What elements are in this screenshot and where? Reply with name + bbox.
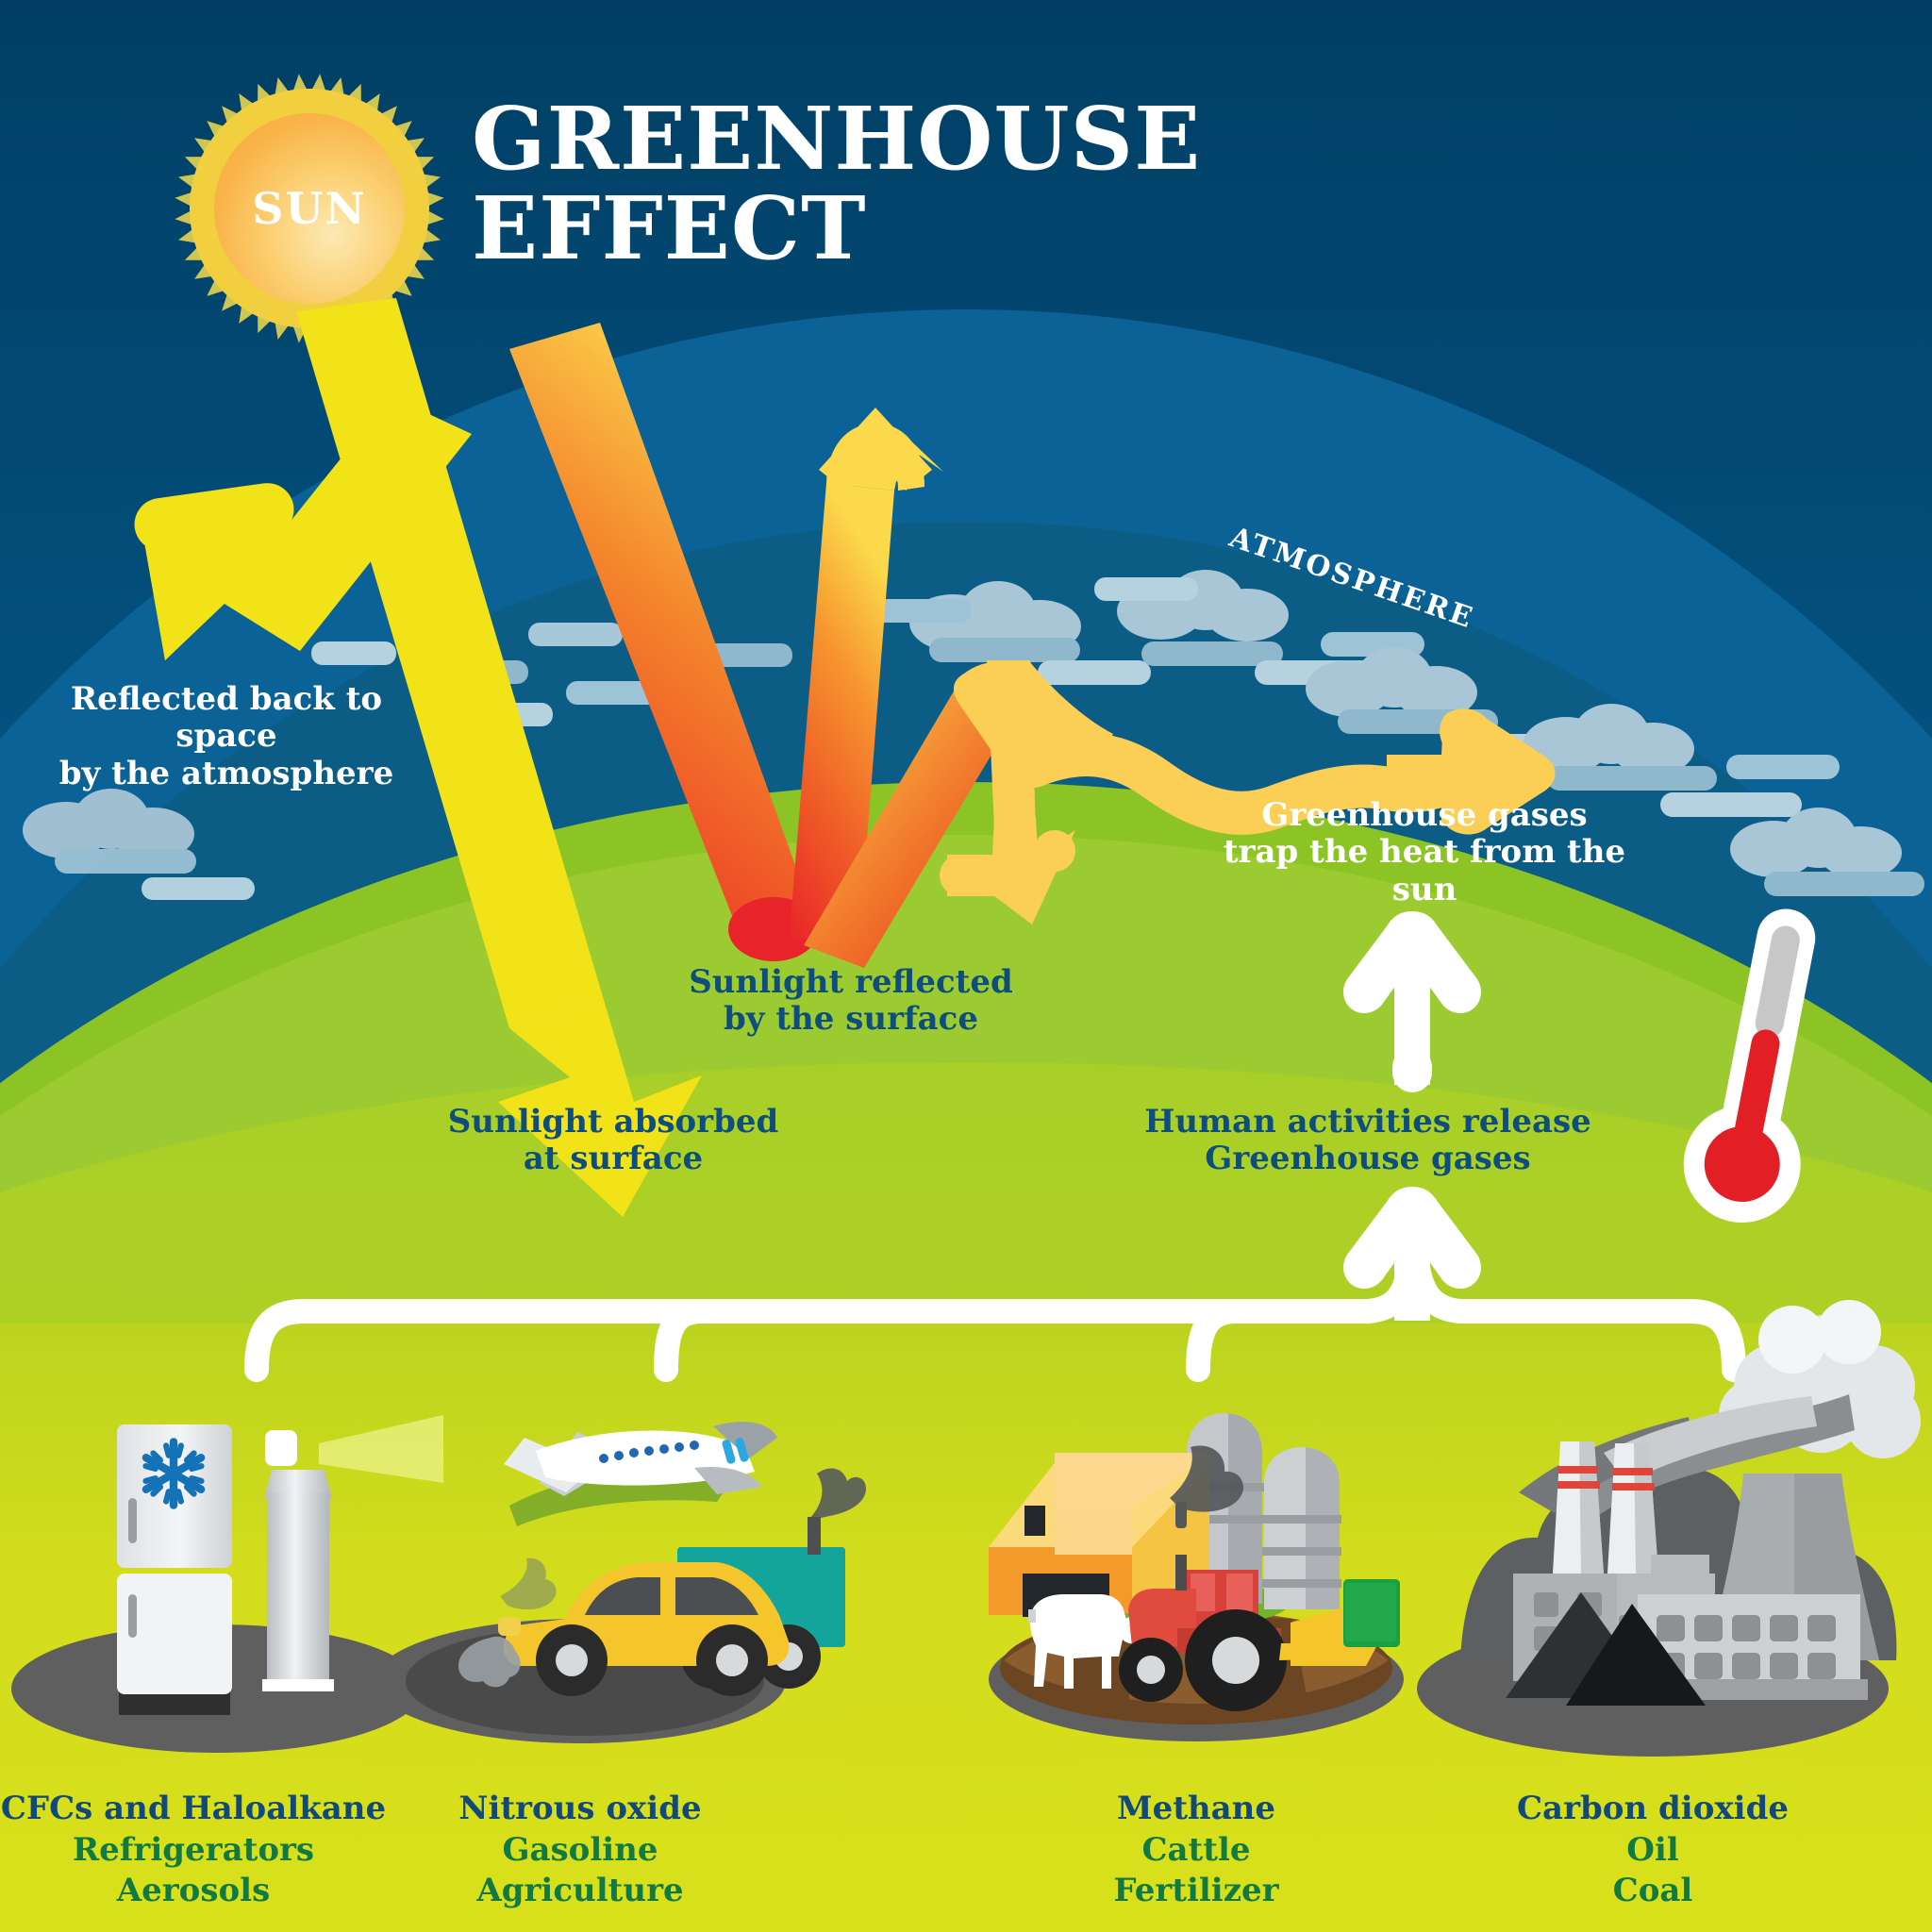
source-item: Fertilizer [1113,1872,1279,1910]
label-human-line-2: Greenhouse gases [1205,1140,1531,1178]
label-surface-reflected-line-2: by the surface [723,1000,979,1039]
source-item: Aerosols [116,1872,271,1910]
page-title: GREENHOUSE EFFECT [472,94,1462,274]
sun-graphic: SUN [173,72,446,345]
label-reflected-back-to-space: Reflected back to space by the atmospher… [38,680,415,792]
label-human-line-1: Human activities release [1144,1103,1591,1141]
source-item: Oil [1626,1830,1679,1869]
label-ghg-line-1: Greenhouse gases [1261,796,1588,834]
source-heading: Carbon dioxide [1517,1790,1789,1827]
label-greenhouse-gases-trap-heat: Greenhouse gases trap the heat from the … [1193,796,1656,908]
source-item: Refrigerators [72,1830,315,1869]
label-reflected-line-1: Reflected back to space [70,680,383,756]
source-heading: Methane [1116,1790,1276,1827]
sun-core [214,113,405,304]
source-label-cfcs: CFCs and Haloalkane Refrigerators Aeroso… [0,1789,439,1912]
label-ghg-line-2: trap the heat from the sun [1223,833,1626,908]
sun-label: SUN [252,183,367,234]
source-label-nitrous-oxide: Nitrous oxide Gasoline Agriculture [335,1789,825,1912]
source-label-carbon-dioxide: Carbon dioxide Oil Coal [1407,1789,1898,1912]
label-human-activities-release: Human activities release Greenhouse gase… [1132,1103,1604,1178]
source-heading: Nitrous oxide [458,1790,702,1827]
label-absorbed-line-1: Sunlight absorbed [447,1103,779,1141]
source-item: Coal [1612,1872,1693,1910]
label-sunlight-absorbed-at-surface: Sunlight absorbed at surface [425,1103,802,1178]
source-item: Cattle [1141,1830,1251,1869]
source-item: Gasoline [502,1830,658,1869]
source-label-methane: Methane Cattle Fertilizer [951,1789,1441,1912]
label-reflected-line-2: by the atmosphere [58,754,394,792]
label-absorbed-line-2: at surface [523,1140,704,1178]
label-surface-reflected-line-1: Sunlight reflected [689,963,1013,1001]
title-line-2: EFFECT [472,176,867,279]
source-item: Agriculture [476,1872,684,1910]
title-line-1: GREENHOUSE [472,88,1202,190]
label-sunlight-reflected-by-surface: Sunlight reflected by the surface [672,963,1030,1039]
source-heading: CFCs and Haloalkane [0,1790,387,1827]
